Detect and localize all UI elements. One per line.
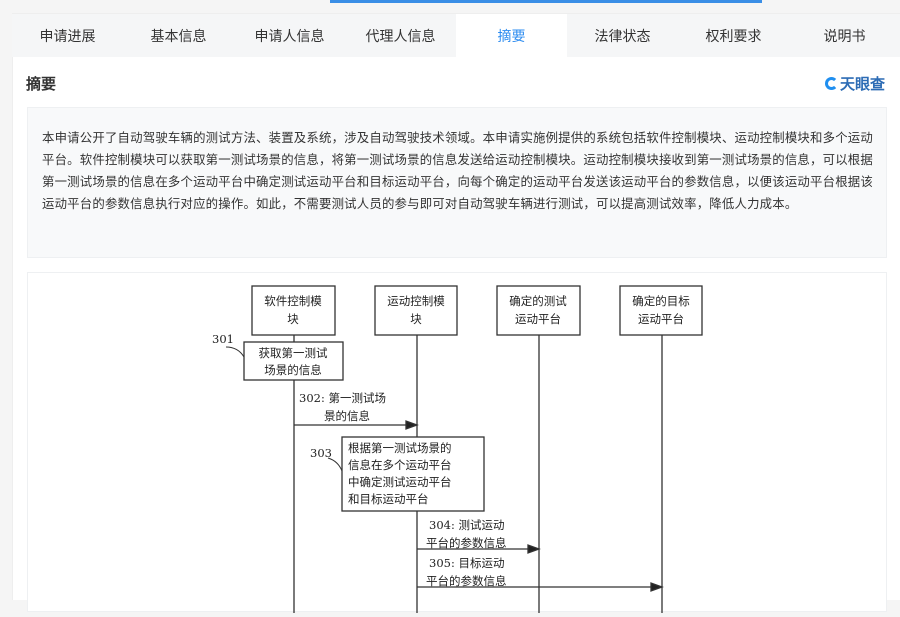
arrow-305 (650, 582, 664, 592)
step-303-text: 信息在多个运动平台 (348, 458, 452, 472)
actor-label: 软件控制模 (264, 294, 322, 308)
step-303-text: 中确定测试运动平台 (348, 475, 452, 489)
actor-label: 运动控制模 (387, 294, 445, 308)
tab-description[interactable]: 说明书 (823, 29, 866, 45)
tab-legal-status[interactable]: 法律状态 (594, 29, 651, 45)
step-303-text: 和目标运动平台 (348, 492, 429, 506)
sequence-diagram: 软件控制模 块 运动控制模 块 确定的测试 运动平台 确定的目标 运动平台 获取… (212, 285, 703, 613)
tab-abstract[interactable]: 摘要 (456, 14, 567, 58)
abstract-text: 本申请公开了自动驾驶车辆的测试方法、装置及系统，涉及自动驾驶技术领域。本申请实施… (42, 130, 873, 211)
tab-bar: 申请进展 基本信息 申请人信息 代理人信息 摘要 法律状态 权利要求 说明书 (12, 13, 900, 58)
abstract-diagram: 软件控制模 块 运动控制模 块 确定的测试 运动平台 确定的目标 运动平台 获取… (27, 272, 887, 613)
leader-303 (327, 457, 343, 472)
abstract-box: 本申请公开了自动驾驶车辆的测试方法、装置及系统，涉及自动驾驶技术领域。本申请实施… (27, 107, 887, 258)
arrow-304 (527, 544, 541, 554)
section-title: 摘要 (26, 75, 57, 93)
actor-target-platform-box (619, 285, 703, 336)
actor-label: 运动平台 (638, 312, 684, 326)
step-302-label: 302: 第一测试场 (299, 391, 386, 405)
actor-software-box (251, 285, 336, 336)
step-304-label: 304: 测试运动 (429, 518, 504, 532)
tab-basic-info[interactable]: 基本信息 (150, 29, 207, 45)
actor-motion-control-box (374, 285, 458, 336)
tab-claims[interactable]: 权利要求 (705, 29, 762, 45)
search-bar-edge (330, 0, 762, 3)
logo-icon (824, 77, 838, 90)
actor-test-platform-box (496, 285, 581, 336)
step-303-box (341, 436, 485, 512)
tab-progress[interactable]: 申请进展 (39, 29, 96, 45)
arrow-302 (405, 420, 419, 430)
step-304-label: 平台的参数信息 (426, 536, 507, 550)
brand-logo[interactable]: 天眼查 (824, 73, 885, 94)
lifelines (293, 335, 663, 613)
step-303-text: 根据第一测试场景的 (348, 441, 452, 455)
step-305-label: 平台的参数信息 (426, 574, 507, 588)
step-305-label: 305: 目标运动 (429, 556, 504, 570)
leader-301 (225, 346, 245, 358)
step-301-box (243, 341, 344, 381)
step-301-text: 获取第一测试 (259, 346, 328, 360)
step-301-number: 301 (212, 332, 234, 346)
tab-applicant-info[interactable]: 申请人信息 (254, 29, 325, 45)
actor-label: 块 (287, 312, 299, 326)
abstract-panel: 摘要 天眼查 本申请公开了自动驾驶车辆的测试方法、装置及系统，涉及自动驾驶技术领… (12, 57, 900, 613)
brand-name: 天眼查 (839, 75, 885, 93)
actor-label: 确定的目标 (632, 294, 690, 308)
step-302-label: 景的信息 (324, 409, 370, 423)
tab-agent-info[interactable]: 代理人信息 (365, 29, 436, 45)
actor-label: 运动平台 (515, 312, 561, 326)
actor-label: 块 (410, 312, 422, 326)
actor-label: 确定的测试 (509, 294, 567, 308)
step-303-number: 303 (310, 446, 332, 460)
step-301-text: 场景的信息 (264, 363, 322, 377)
